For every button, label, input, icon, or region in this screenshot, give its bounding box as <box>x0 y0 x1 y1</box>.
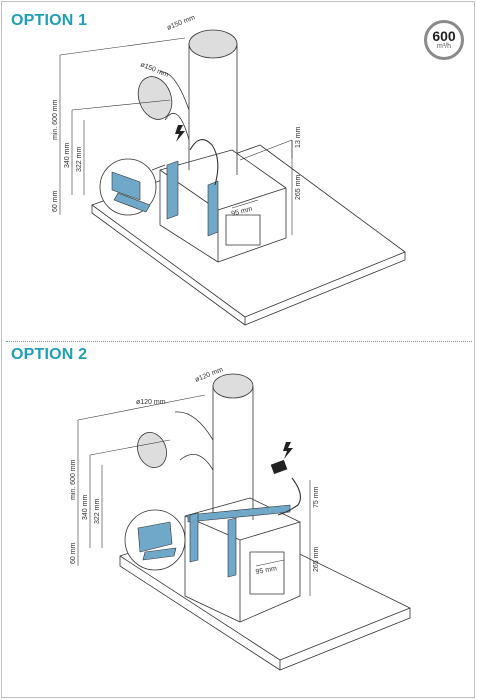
opt1-h60: 60 mm <box>52 190 59 212</box>
option-2-drawing <box>77 373 411 671</box>
opt2-h75: 75 mm <box>313 486 320 508</box>
opt2-w95: 95 mm <box>255 565 277 576</box>
top-duct-opening <box>188 29 238 59</box>
opt1-side-diameter: ø150 mm <box>139 61 169 79</box>
option-2-title: OPTION 2 <box>11 346 88 363</box>
opt2-h322: 322 mm <box>94 499 101 524</box>
electric-bolt-icon <box>175 125 185 142</box>
opt1-h322: 322 mm <box>76 147 83 172</box>
opt1-h13: 13 mm <box>295 126 302 148</box>
opt2-side-diameter: ø120 mm <box>136 399 166 406</box>
badge-value: 600 <box>432 28 456 44</box>
duct-elbow <box>159 71 190 141</box>
power-cable-2 <box>277 477 301 516</box>
wall-bracket-left-2 <box>189 512 199 563</box>
option-1-title: OPTION 1 <box>11 12 88 29</box>
wall-bracket-left <box>166 160 179 220</box>
side-duct-opening <box>137 76 173 120</box>
opt2-h340: 340 mm <box>82 495 89 520</box>
opt1-top-diameter: ø150 mm <box>166 14 196 32</box>
option-1-drawing <box>59 29 406 326</box>
capacity-badge-icon: 600 m³/h <box>424 20 464 60</box>
badge-unit: m³/h <box>437 43 451 50</box>
opt1-h265: 265 mm <box>295 175 302 200</box>
power-cable <box>189 139 219 186</box>
opt2-h265: 265 mm <box>313 547 320 572</box>
duct-elbow-2 <box>174 411 214 471</box>
wall-bracket-bar <box>187 504 291 523</box>
opt1-h340: 340 mm <box>64 143 71 168</box>
section-divider <box>6 341 472 342</box>
wall-bracket-right <box>207 180 219 237</box>
electric-bolt-icon-2 <box>283 442 293 459</box>
opt2-min-height: min. 600 mm <box>70 459 77 500</box>
opt2-h60: 60 mm <box>70 542 77 564</box>
opt1-min-height: min. 600 mm <box>52 99 59 140</box>
top-duct-opening-2 <box>212 373 254 399</box>
power-plug-icon <box>270 459 288 475</box>
side-duct-opening-2 <box>137 432 167 468</box>
wall-bracket-right-2 <box>227 517 237 578</box>
